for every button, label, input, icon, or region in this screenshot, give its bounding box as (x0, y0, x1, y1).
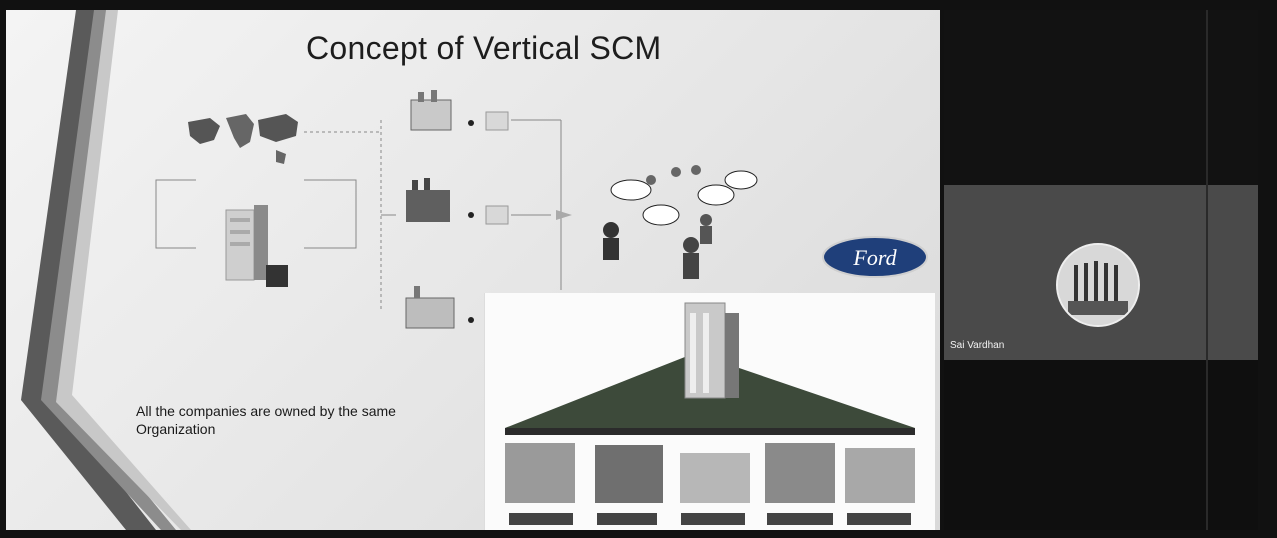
vertical-integration-illustration (484, 293, 935, 530)
factory-icon (405, 286, 455, 329)
slide-decoration (21, 10, 191, 530)
participant-name: Sai Vardhan (950, 340, 1005, 351)
presentation-slide: Concept of Vertical SCM (6, 10, 940, 530)
ford-logo: Ford (822, 236, 928, 278)
supply-chain-diagram (155, 90, 572, 329)
slide-title: Concept of Vertical SCM (306, 30, 662, 66)
factory-icon (410, 90, 452, 131)
panel-divider (1206, 10, 1208, 530)
video-tile-empty[interactable] (944, 10, 1258, 185)
video-tile-participant[interactable]: Sai Vardhan (944, 185, 1258, 360)
video-tile-empty[interactable] (944, 360, 1258, 530)
customers-crowd-icon (603, 165, 758, 279)
factory-icon (406, 178, 450, 222)
world-map-icon (188, 114, 298, 164)
slide-caption: All the companies are owned by the same … (136, 403, 396, 437)
svg-text:Ford: Ford (852, 245, 897, 270)
headquarters-building-icon (225, 205, 288, 287)
group-photo-icon (1056, 243, 1140, 327)
participants-panel: Sai Vardhan (944, 10, 1258, 530)
